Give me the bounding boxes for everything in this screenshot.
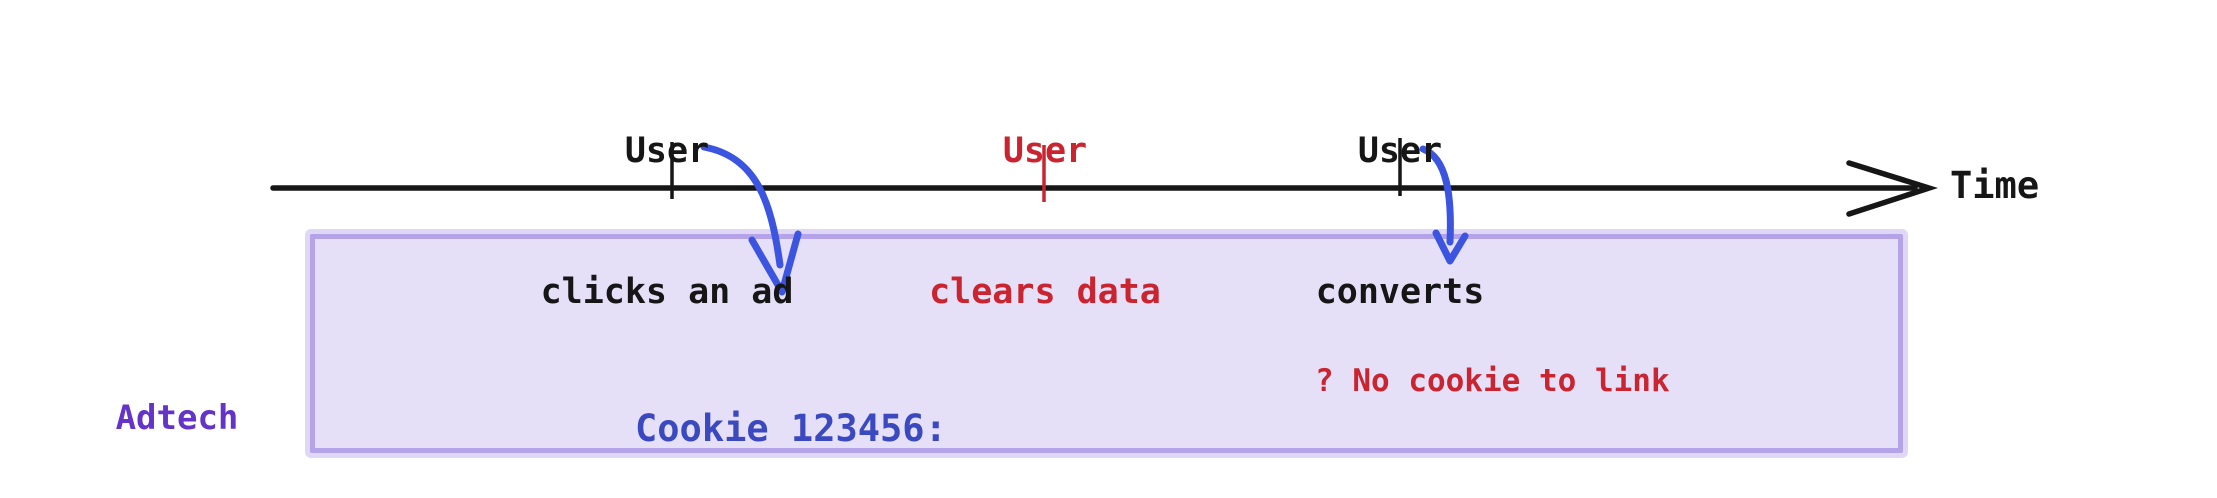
event-label-line: User bbox=[1357, 131, 1443, 171]
cookie-clicked-note: Cookie 123456: Ad clicked bbox=[635, 309, 947, 498]
no-conversion-note: ? No cookie to link this conversion to ⇒… bbox=[1315, 265, 1670, 498]
cookie-clicked-note-line: Cookie 123456: bbox=[635, 407, 947, 450]
event-label-line: User bbox=[624, 131, 710, 171]
event-label-line: clicks an ad bbox=[540, 272, 794, 312]
event-label-user-clicks-ad: User clicks an ad bbox=[467, 34, 867, 410]
adtech-server-label: Adtech server bbox=[57, 293, 297, 498]
adtech-server-box bbox=[310, 234, 1903, 453]
timeline-arrowhead-icon bbox=[1846, 160, 1939, 217]
adtech-server-label-line: Adtech bbox=[115, 398, 239, 438]
event-label-user-clears-data: User clears data bbox=[845, 34, 1245, 410]
event-label-user-converts: User converts bbox=[1200, 34, 1600, 410]
event-label-line: clears data bbox=[929, 272, 1161, 312]
event-label-line: converts bbox=[1315, 272, 1485, 312]
time-axis-label: Time bbox=[1950, 164, 2040, 207]
event-label-line: User bbox=[1002, 131, 1088, 171]
no-conversion-note-line: ? No cookie to link bbox=[1315, 363, 1670, 399]
